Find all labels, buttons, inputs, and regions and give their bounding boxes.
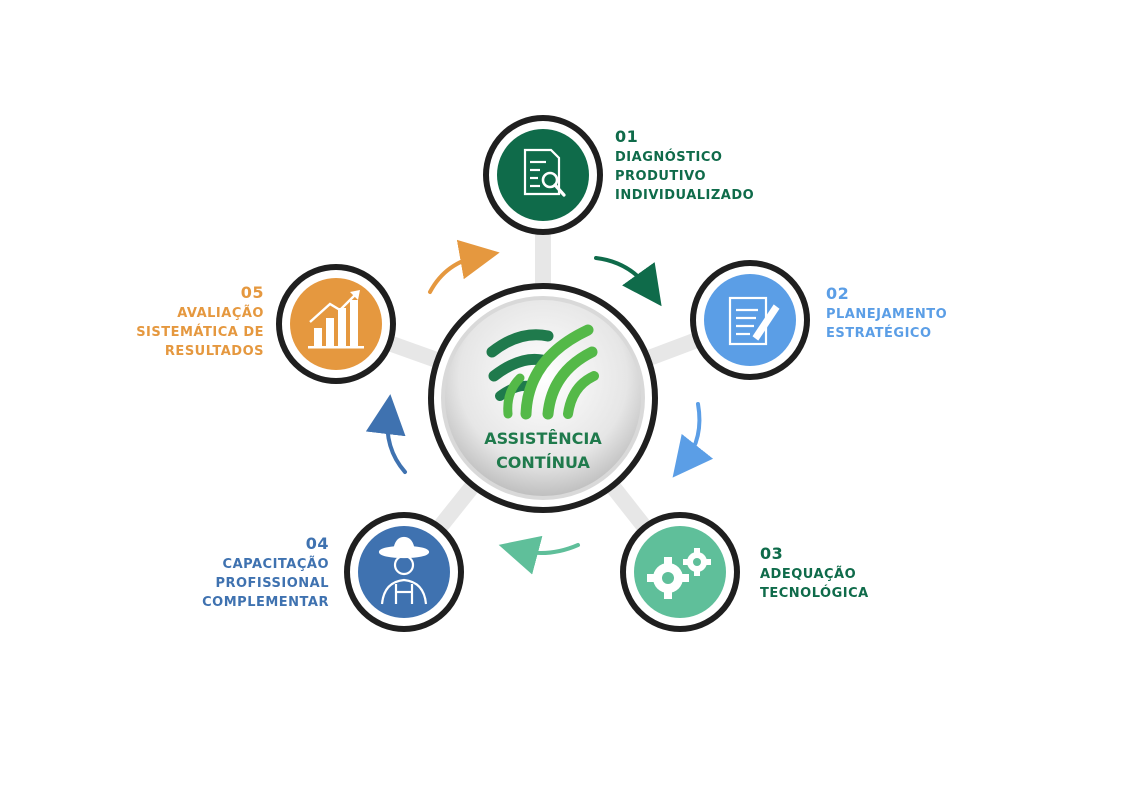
step-5-label: 05 AVALIAÇÃO SISTEMÁTICA DE RESULTADOS — [136, 282, 264, 361]
step-2-label: 02 PLANEJAMENTO ESTRATÉGICO — [826, 283, 947, 343]
step-4-line-2: PROFISSIONAL — [215, 576, 329, 591]
step-4-line-1: CAPACITAÇÃO — [222, 557, 329, 572]
step-2-number: 02 — [826, 284, 850, 303]
arrow-3-to-4 — [498, 535, 580, 575]
step-5-number: 05 — [240, 283, 264, 302]
step-3-line-1: ADEQUAÇÃO — [760, 567, 857, 582]
arrow-2-to-3 — [672, 402, 714, 478]
step-3-label: 03 ADEQUAÇÃO TECNOLÓGICA — [760, 543, 869, 603]
center-hub: ASSISTÊNCIA CONTÍNUA — [428, 283, 658, 513]
leaf-logo — [486, 324, 599, 420]
step-node-2 — [690, 260, 810, 380]
document-pen-icon — [728, 296, 780, 346]
step-node-1 — [483, 115, 603, 235]
arrow-4-to-5 — [365, 394, 407, 474]
step-node-5 — [276, 264, 396, 384]
step-1-label: 01 DIAGNÓSTICO PRODUTIVO INDIVIDUALIZADO — [615, 126, 754, 205]
step-1-line-3: INDIVIDUALIZADO — [615, 188, 755, 203]
growth-chart-icon — [308, 290, 364, 349]
step-5-line-2: SISTEMÁTICA DE — [136, 325, 264, 340]
arrow-5-to-1 — [428, 239, 500, 294]
step-1-number: 01 — [615, 127, 639, 146]
step-2-line-1: PLANEJAMENTO — [826, 307, 948, 322]
step-5-line-3: RESULTADOS — [164, 344, 264, 359]
step-4-line-3: COMPLEMENTAR — [202, 595, 329, 610]
step-1-line-1: DIAGNÓSTICO — [615, 150, 723, 165]
step-3-line-2: TECNOLÓGICA — [760, 586, 869, 601]
step-2-line-2: ESTRATÉGICO — [826, 326, 932, 341]
farmer-icon — [378, 536, 430, 605]
step-4-number: 04 — [305, 534, 329, 553]
center-title-line2: CONTÍNUA — [496, 453, 590, 472]
step-3-number: 03 — [760, 544, 784, 563]
step-1-line-2: PRODUTIVO — [615, 169, 707, 184]
step-4-label: 04 CAPACITAÇÃO PROFISSIONAL COMPLEMENTAR — [202, 533, 329, 612]
gears-icon — [647, 548, 711, 599]
step-node-3 — [620, 512, 740, 632]
document-search-icon — [523, 148, 566, 197]
step-node-4 — [344, 512, 464, 632]
step-5-line-1: AVALIAÇÃO — [177, 306, 264, 321]
center-title-line1: ASSISTÊNCIA — [484, 429, 602, 448]
flow-arrows — [365, 239, 714, 575]
arrow-1-to-2 — [594, 256, 662, 307]
